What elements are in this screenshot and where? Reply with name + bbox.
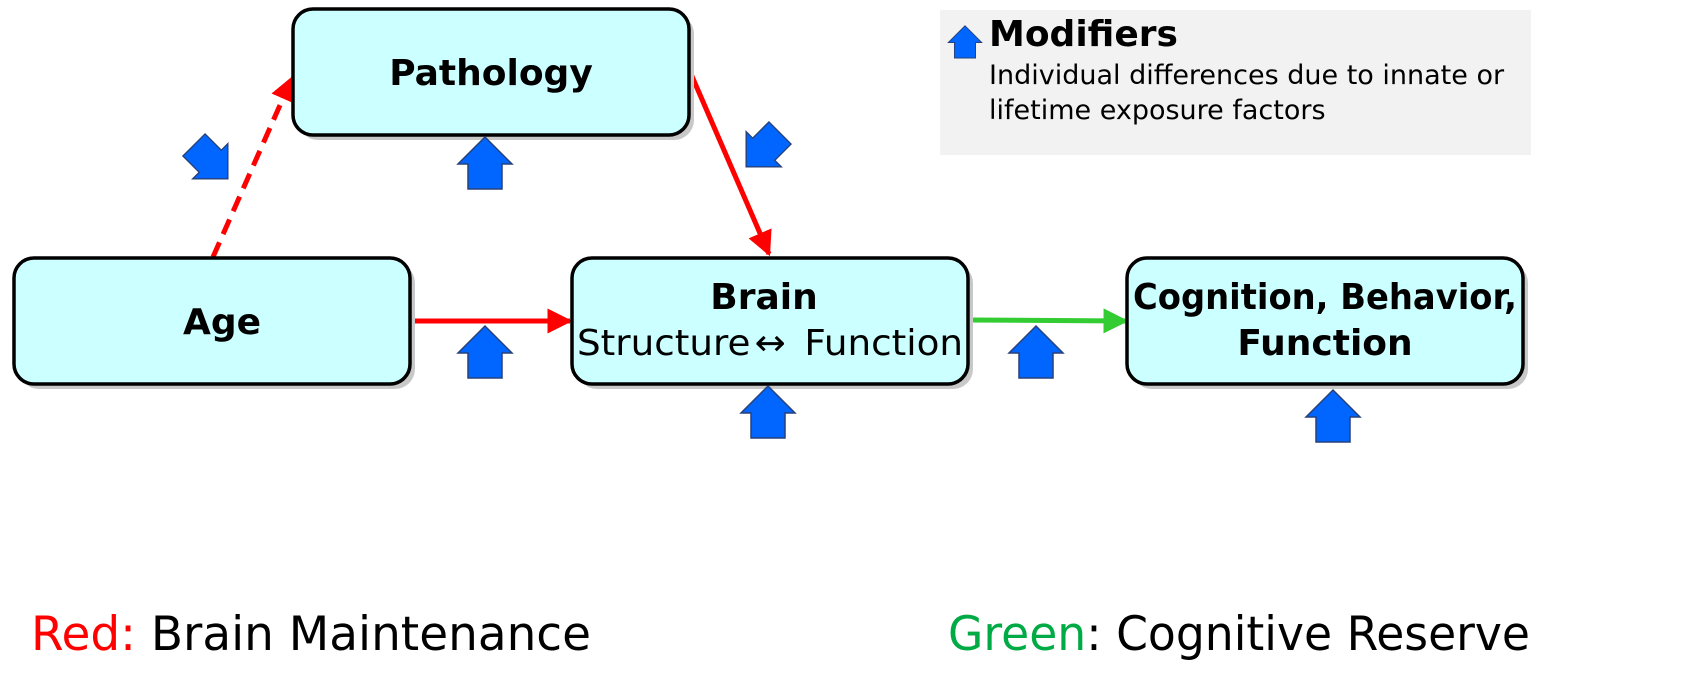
modifier-up-arrow-icon (457, 136, 513, 190)
node-box-age (12, 256, 412, 386)
node-title-brain: Brain (710, 277, 817, 318)
modifiers-legend: Modifiers Individual differences due to … (940, 10, 1531, 155)
modifier-up-arrow-icon (740, 385, 796, 439)
brain-subtitle-function: Function (804, 323, 963, 364)
node-brain: Brain Structure↔ Function (570, 256, 973, 389)
node-title-cognition-line-1: Cognition, Behavior, (1133, 277, 1517, 318)
double-arrow-symbol: ↔ (755, 323, 786, 364)
caption-green-text: : Cognitive Reserve (1086, 607, 1530, 662)
modifier-diagonal-arrow-icon (727, 114, 799, 186)
caption-brain-maintenance: Red: Brain Maintenance (31, 607, 591, 662)
node-box-pathology (291, 7, 691, 137)
modifier-up-arrow-icon (1008, 325, 1064, 379)
node-subtitle-brain: Structure↔ Function (577, 323, 963, 364)
legend-description-line-1: Individual differences due to innate or (989, 60, 1505, 91)
edge-age-to-pathology (210, 75, 295, 259)
node-cognition: Cognition, Behavior, Function (1125, 256, 1528, 389)
modifier-diagonal-arrow-icon (175, 126, 247, 198)
brain-subtitle-structure: Structure (577, 323, 750, 364)
caption-red-text: Brain Maintenance (136, 607, 591, 662)
node-box-brain (570, 256, 970, 386)
legend-description-line-2: lifetime exposure factors (989, 95, 1326, 126)
legend-background (940, 10, 1531, 155)
legend-title: Modifiers (989, 14, 1178, 55)
edge-pathology-to-brain (688, 73, 772, 257)
node-title-cognition-line-2: Function (1237, 323, 1412, 364)
node-box-cognition (1125, 256, 1525, 386)
node-pathology: Pathology (291, 7, 694, 140)
modifier-up-arrow-icon (457, 325, 513, 379)
node-title-age: Age (183, 302, 261, 343)
modifier-up-arrow-icon (1305, 389, 1361, 443)
caption-cognitive-reserve: Green: Cognitive Reserve (948, 607, 1530, 662)
caption-green-label: Green (948, 607, 1086, 662)
node-age: Age (12, 256, 415, 389)
node-title-pathology: Pathology (389, 53, 593, 94)
caption-red-label: Red: (31, 607, 136, 662)
edge-brain-to-cognition (968, 308, 1129, 334)
